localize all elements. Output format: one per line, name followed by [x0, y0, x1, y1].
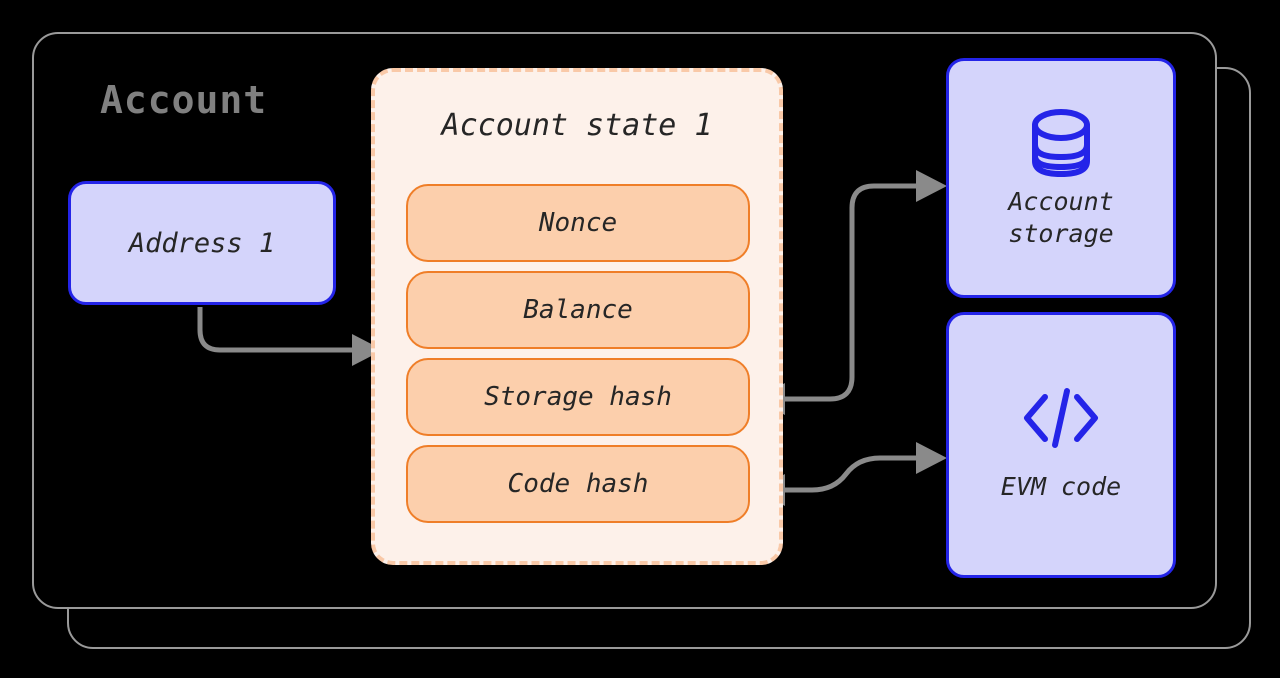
node-account-storage-label: Account storage	[1008, 187, 1114, 248]
database-icon	[1028, 106, 1094, 180]
field-label: Code hash	[507, 469, 649, 499]
node-evm-code-label: EVM code	[1000, 472, 1122, 501]
field-row-nonce[interactable]: Nonce	[406, 184, 750, 262]
node-address-1-label: Address 1	[128, 227, 276, 259]
account-state-field-list: Nonce Balance Storage hash Code hash	[406, 184, 750, 523]
page-title: Account	[100, 78, 268, 122]
field-label: Storage hash	[484, 382, 672, 412]
field-label: Nonce	[538, 208, 618, 238]
panel-account-state-1[interactable]: Account state 1 Nonce Balance Storage ha…	[371, 68, 783, 565]
arrow-head-icon	[916, 442, 947, 474]
panel-account-state-1-title: Account state 1	[441, 108, 713, 143]
node-address-1[interactable]: Address 1	[68, 181, 336, 305]
field-row-balance[interactable]: Balance	[406, 271, 750, 349]
field-row-code-hash[interactable]: Code hash	[406, 445, 750, 523]
code-brackets-icon	[1021, 387, 1101, 449]
field-row-storage-hash[interactable]: Storage hash	[406, 358, 750, 436]
node-evm-code[interactable]: EVM code	[946, 312, 1176, 578]
connector-address-to-account-state	[197, 307, 383, 366]
node-account-storage[interactable]: Account storage	[946, 58, 1176, 298]
arrow-head-icon	[916, 170, 947, 202]
arrow-head-icon	[352, 334, 383, 366]
field-label: Balance	[523, 295, 633, 325]
